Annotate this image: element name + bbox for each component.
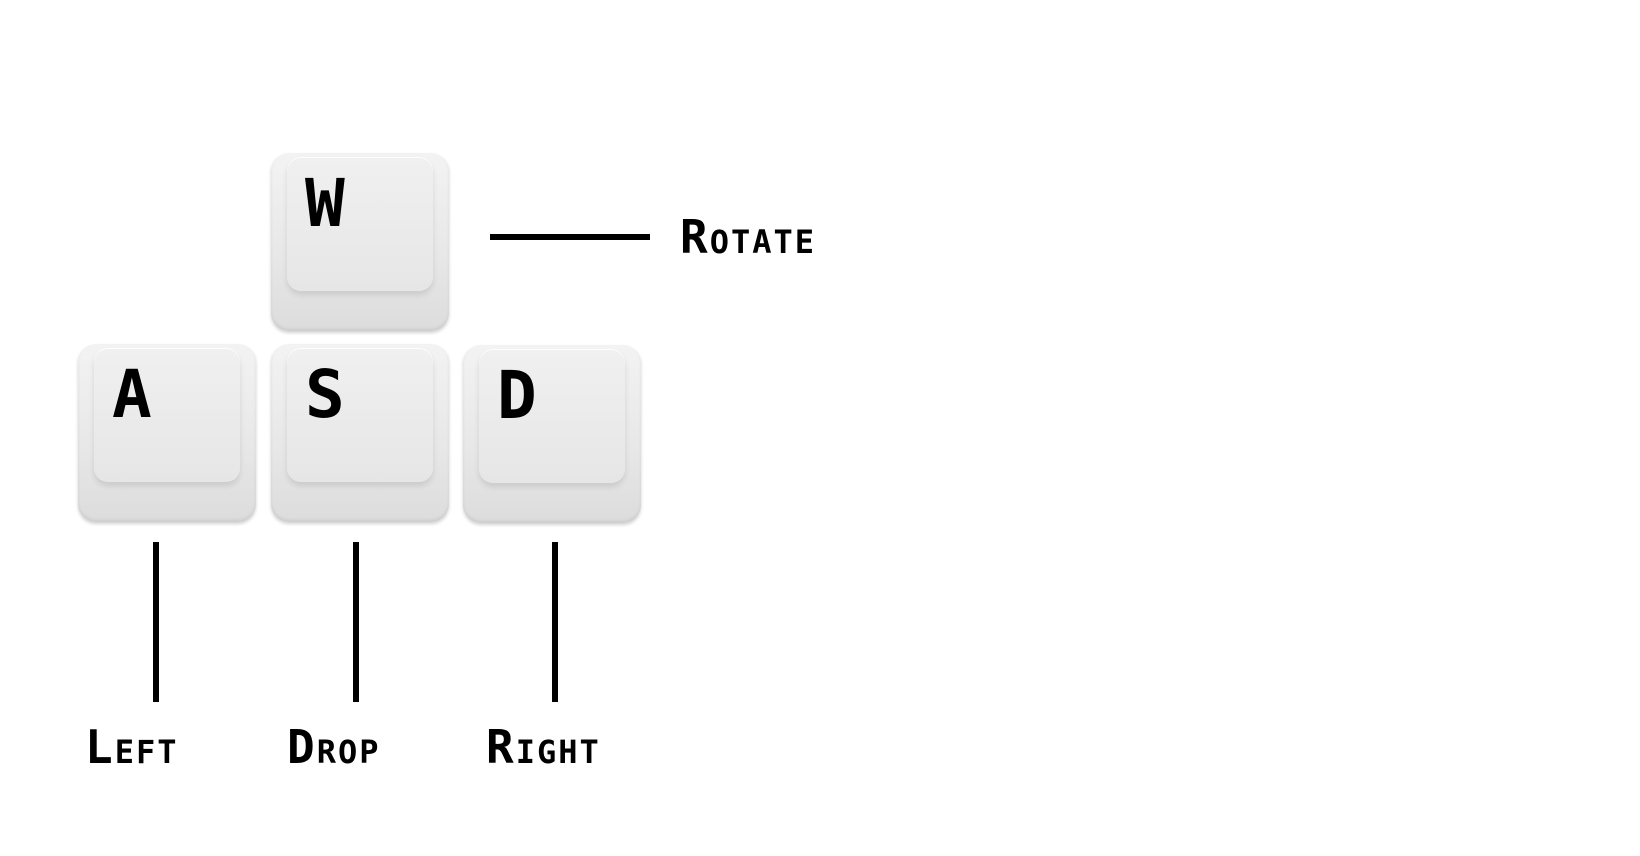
drop-label: Drop [287, 720, 381, 774]
d-key-glyph: D [497, 357, 537, 434]
w-key-cap [287, 157, 433, 291]
s-key-glyph: S [305, 356, 345, 433]
rotate-label: Rotate [680, 210, 817, 264]
drop-connector-line [353, 542, 359, 702]
a-key-cap [94, 348, 240, 482]
left-label: Left [85, 720, 179, 774]
w-key-glyph: W [305, 165, 345, 242]
right-connector-line [552, 542, 558, 702]
d-key[interactable]: D [463, 345, 641, 523]
a-key-glyph: A [112, 356, 152, 433]
right-label: Right [486, 720, 601, 774]
s-key-cap [287, 348, 433, 482]
left-connector-line [153, 542, 159, 702]
w-key[interactable]: W [271, 153, 449, 331]
s-key[interactable]: S [271, 344, 449, 522]
a-key[interactable]: A [78, 344, 256, 522]
d-key-cap [479, 349, 625, 483]
rotate-connector-line [490, 234, 650, 240]
